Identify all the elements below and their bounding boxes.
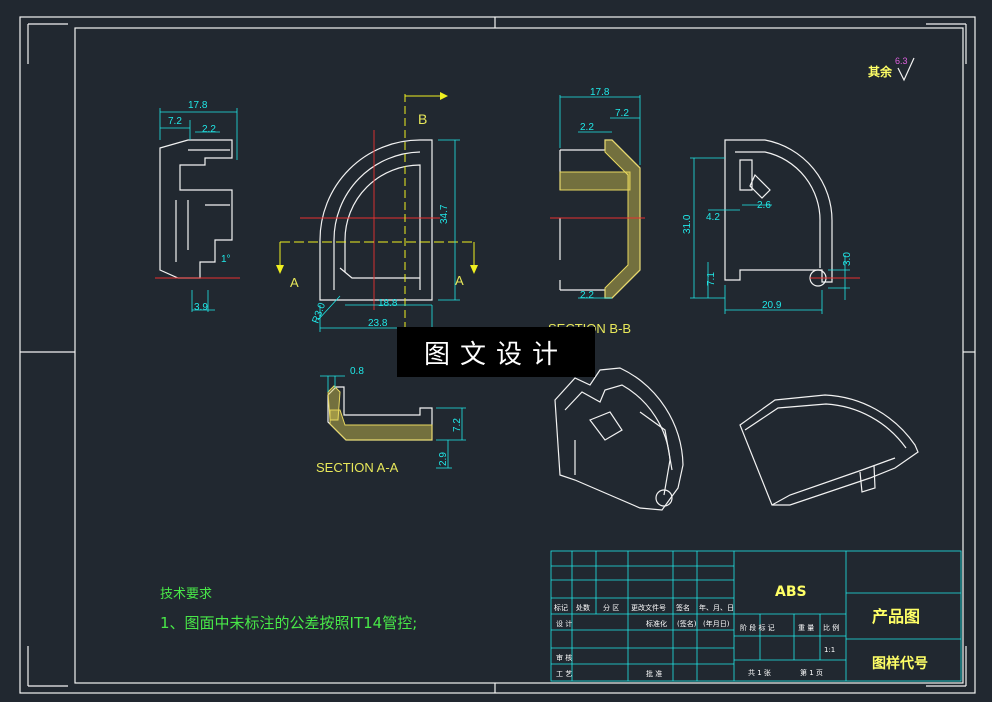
drawing-frame (19, 16, 976, 694)
section-a-title: SECTION A-A (316, 460, 399, 475)
section-b-dim-width: 17.8 (590, 87, 610, 98)
right-dim-4-2: 4.2 (706, 212, 720, 223)
title-standard: 标准化 (646, 619, 667, 628)
roughness-icon (897, 57, 915, 82)
title-approve: 批 准 (646, 669, 662, 678)
title-total: 共 1 张 (748, 668, 771, 677)
notes-heading: 技术要求 (160, 587, 212, 602)
side-dim-angle: 1° (221, 254, 231, 265)
title-block (550, 550, 962, 682)
title-col-mark: 标记 (554, 603, 568, 612)
right-dim-height: 31.0 (682, 214, 693, 234)
title-sign: (签名) (677, 619, 697, 628)
title-col-zone: 分 区 (603, 603, 619, 612)
title-stage: 阶 段 标 记 (740, 623, 775, 632)
side-dim-width: 17.8 (188, 100, 208, 111)
section-b-dim-7-2: 7.2 (615, 108, 629, 119)
title-col-change-doc: 更改文件号 (631, 603, 666, 612)
watermark-banner: 图文设计 (397, 327, 595, 377)
title-product: 产品图 (872, 607, 920, 626)
title-date: (年月日) (703, 619, 730, 628)
front-dim-23-8: 23.8 (368, 318, 388, 329)
right-dim-3-0: 3.0 (842, 252, 853, 266)
title-sheet: 第 1 页 (800, 668, 823, 677)
title-col-signature: 签名 (676, 603, 690, 612)
front-dim-radius: R3.0 (310, 301, 328, 325)
side-dim-3-9: 3.9 (194, 302, 208, 313)
section-a-dim-0-8: 0.8 (350, 366, 364, 377)
isometric-view-front (739, 394, 919, 506)
title-material: ABS (775, 584, 807, 600)
notes-line-1: 1、图面中未标注的公差按照IT14管控; (160, 614, 417, 632)
roughness-label: 其余 (868, 64, 893, 79)
front-view (276, 92, 478, 332)
right-view (690, 139, 860, 314)
right-dim-width: 20.9 (762, 300, 782, 311)
section-marker-a-left: A (290, 275, 299, 290)
title-review: 审 核 (556, 653, 572, 662)
front-dim-height: 34.7 (439, 204, 450, 224)
section-b-view (550, 95, 645, 299)
side-view (155, 108, 240, 312)
section-b-dim-top: 2.2 (580, 122, 594, 133)
section-b-dim-bottom: 2.2 (580, 290, 594, 301)
section-a-dim-7-2: 7.2 (452, 418, 463, 432)
side-dim-7-2: 7.2 (168, 116, 182, 127)
right-dim-2-6: 2.6 (757, 200, 771, 211)
right-dim-7-1: 7.1 (706, 272, 717, 286)
front-dim-18-8: 18.8 (378, 298, 398, 309)
title-drawing-no: 图样代号 (872, 655, 928, 672)
section-a-dim-2-9: 2.9 (438, 452, 449, 466)
section-marker-a-right: A (455, 273, 464, 288)
section-a-view (320, 375, 466, 469)
title-col-count: 处数 (576, 603, 590, 612)
title-design: 设 计 (556, 619, 572, 628)
isometric-view-back (554, 367, 684, 511)
title-weight: 重 量 (798, 624, 814, 632)
title-col-date: 年、月、日 (699, 603, 734, 612)
side-dim-2-2: 2.2 (202, 124, 216, 135)
title-scale: 1:1 (824, 646, 835, 654)
title-process: 工 艺 (556, 670, 572, 678)
roughness-value: 6.3 (895, 56, 908, 66)
section-marker-b: B (418, 111, 427, 127)
title-ratio: 比 例 (823, 623, 839, 632)
